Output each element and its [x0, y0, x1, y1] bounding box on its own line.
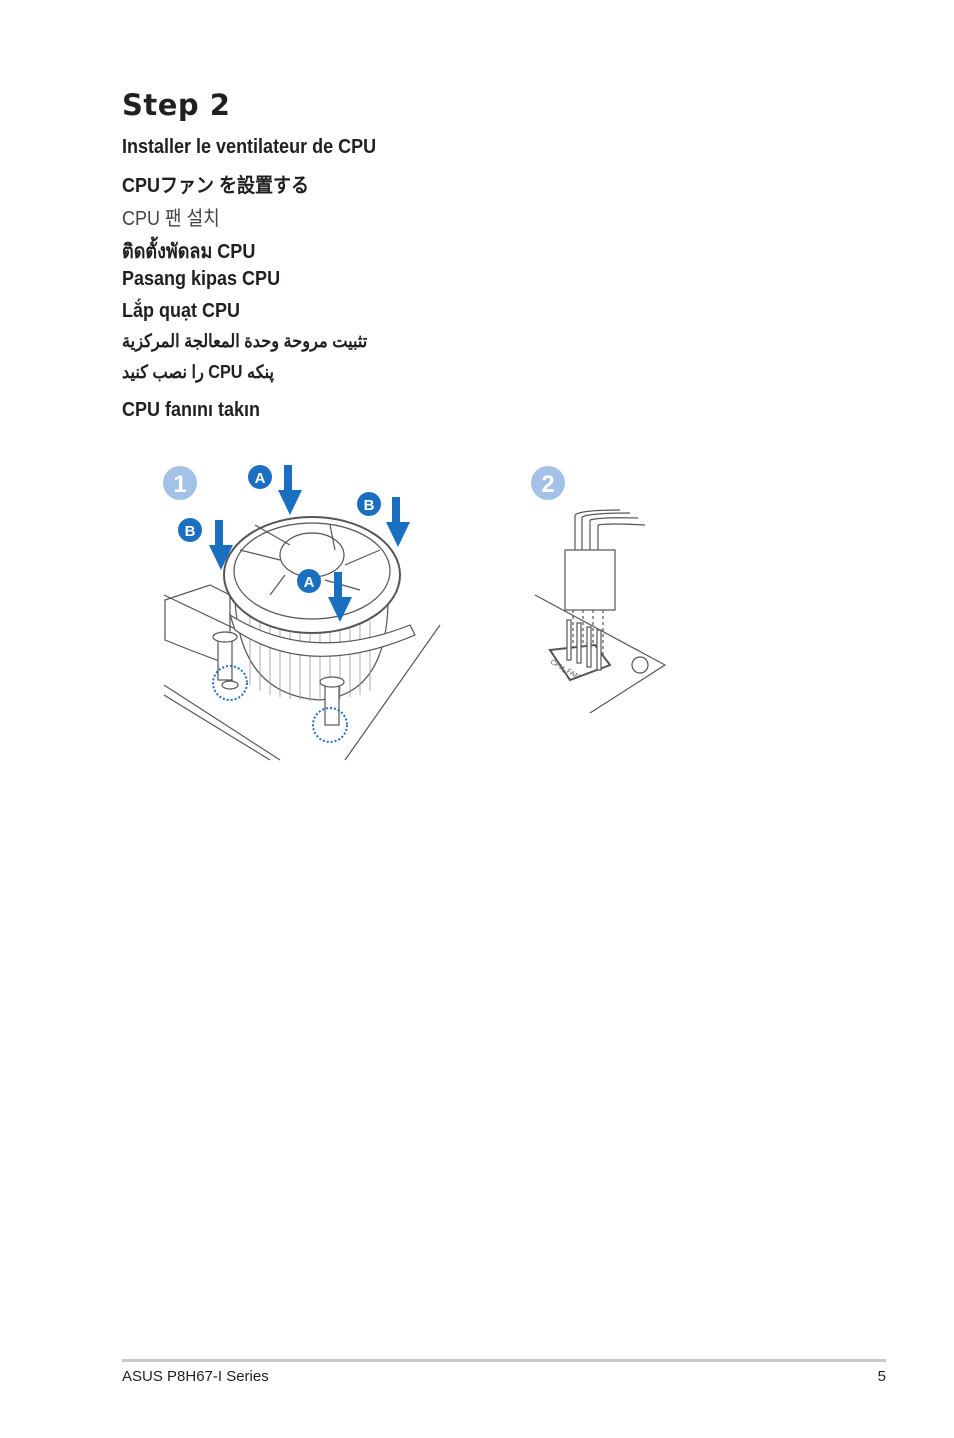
arrow-down-icon	[278, 465, 302, 515]
mounting-hole-highlight	[312, 707, 348, 743]
arrow-down-icon	[386, 497, 410, 547]
badge-b: B	[364, 497, 375, 514]
badge-b: B	[185, 523, 196, 540]
motherboard-outline	[163, 594, 441, 761]
badge-a: A	[255, 470, 266, 487]
page-number: 5	[877, 1368, 886, 1385]
footer-divider	[122, 1359, 886, 1362]
badge-a: A	[304, 574, 315, 591]
cpu-fan-installation-figure: A B B A 1 2 CPU_FAN	[163, 465, 667, 761]
heading-indonesian: Pasang kipas CPU	[122, 268, 281, 290]
mounting-hole-highlight	[212, 665, 248, 701]
heading-thai: ติดตั้งพัดลม CPU	[122, 241, 256, 263]
arrow-down-icon	[328, 572, 352, 622]
page-title: Step 2	[122, 88, 231, 122]
step-badge-2: 2	[541, 471, 554, 498]
heading-vietnamese: Lắp quạt CPU	[122, 300, 241, 322]
heading-korean: CPU 팬 설치	[122, 208, 220, 230]
fan-connector-drawing	[534, 509, 667, 714]
heading-japanese: CPUファン を設置する	[122, 175, 310, 197]
heading-arabic: تثبيت مروحة وحدة المعالجة المركزية	[122, 331, 368, 351]
footer-product-name: ASUS P8H67-I Series	[122, 1368, 269, 1385]
arrow-down-icon	[209, 520, 233, 570]
push-arrows	[209, 465, 410, 622]
arrow-label-badges: A B B A	[178, 465, 381, 593]
heading-french: Installer le ventilateur de CPU	[122, 136, 377, 158]
heading-persian: پنکه CPU را نصب کنید	[122, 362, 275, 382]
step-badge-1: 1	[173, 471, 186, 498]
heading-turkish: CPU fanını takın	[122, 399, 261, 421]
